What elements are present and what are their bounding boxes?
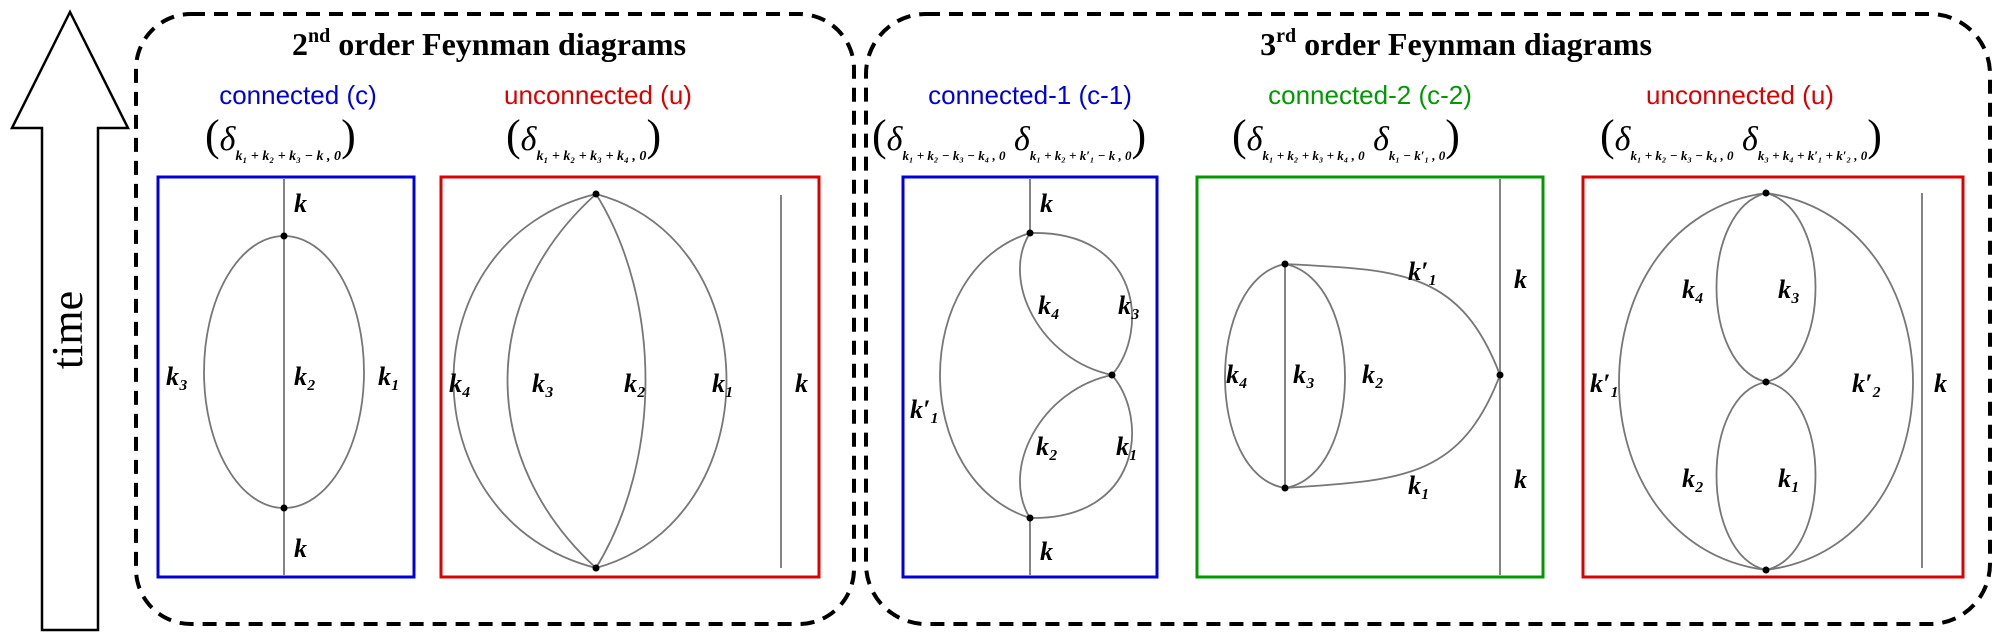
edge-label: k₂ [1682,464,1704,493]
frame-2nd-unconnected [439,175,821,579]
frame-3rd-connected1 [901,175,1159,579]
edge-label: k₄ [1226,360,1248,389]
delta-3rd-connected1: (δk₁ + k₂ − k₃ − k₄ , 0 δk₁ + k₂ + k′₁ −… [872,111,1146,163]
label-3rd-connected1: connected-1 (c-1) [928,80,1132,110]
edge-label: k [1514,265,1527,294]
edge-label: k₃ [1293,360,1315,389]
edge-label: k₄ [449,369,471,398]
diagram-3rd-connected1 [939,179,1133,575]
edge-label: k₁ [378,362,400,391]
delta-3rd-unconnected: (δk₁ + k₂ − k₃ − k₄ , 0 δk₃ + k₄ + k′₁ +… [1600,111,1882,163]
third-order-title: 3rd order Feynman diagrams [1260,25,1652,62]
edge-label: k₄ [1038,291,1060,320]
delta-2nd-connected: (δk₁ + k₂ + k₃ − k , 0) [205,111,356,164]
delta-2nd-unconnected: (δk₁ + k₂ + k₃ + k₄ , 0) [506,111,661,164]
label-3rd-connected2: connected-2 (c-2) [1268,80,1472,110]
diagram-3rd-unconnected [1618,189,1923,574]
second-order-title: 2nd order Feynman diagrams [292,25,686,62]
edge-label: k₂ [1362,360,1384,389]
edge-label: k [294,189,307,218]
edge-label: k₁ [1778,464,1800,493]
edge-label: k₃ [1778,275,1800,304]
edge-label: k₂ [624,369,646,398]
diagram-2nd-unconnected [452,190,782,572]
diagram-3rd-connected2 [1224,179,1504,575]
edge-label: k′₂ [1852,369,1881,398]
edge-label: k₃ [1118,291,1140,320]
diagram-2nd-connected [203,179,365,575]
edge-label: k [1934,369,1947,398]
edge-label: k₄ [1682,275,1704,304]
time-label: time [43,291,92,369]
edge-label: k [1040,189,1053,218]
edge-label: k₁ [712,369,734,398]
delta-3rd-connected2: (δk₁ + k₂ + k₃ + k₄ , 0 δk₁ − k′₁ , 0) [1232,111,1460,163]
edge-label: k [1514,465,1527,494]
edge-label: k′₁ [1590,369,1619,398]
edge-label: k₁ [1408,471,1430,500]
edge-label: k₂ [294,362,316,391]
edge-label: k₁ [1116,432,1138,461]
edge-label: k′₁ [910,395,939,424]
third-order-group [864,12,1992,626]
label-2nd-unconnected: unconnected (u) [504,80,692,110]
label-3rd-unconnected: unconnected (u) [1646,80,1834,110]
edge-label: k [294,534,307,563]
edge-label: k₃ [532,369,554,398]
time-arrow: time [9,9,131,632]
edge-label: k [1040,537,1053,566]
edge-label: k₂ [1036,432,1058,461]
edge-label: k′₁ [1408,257,1437,286]
frame-2nd-connected [156,175,416,579]
label-2nd-connected: connected (c) [219,80,377,110]
second-order-group [134,12,856,626]
edge-label: k₃ [166,362,188,391]
frame-3rd-unconnected [1581,175,1965,579]
edge-label: k [795,369,808,398]
frame-3rd-connected2 [1195,175,1545,579]
